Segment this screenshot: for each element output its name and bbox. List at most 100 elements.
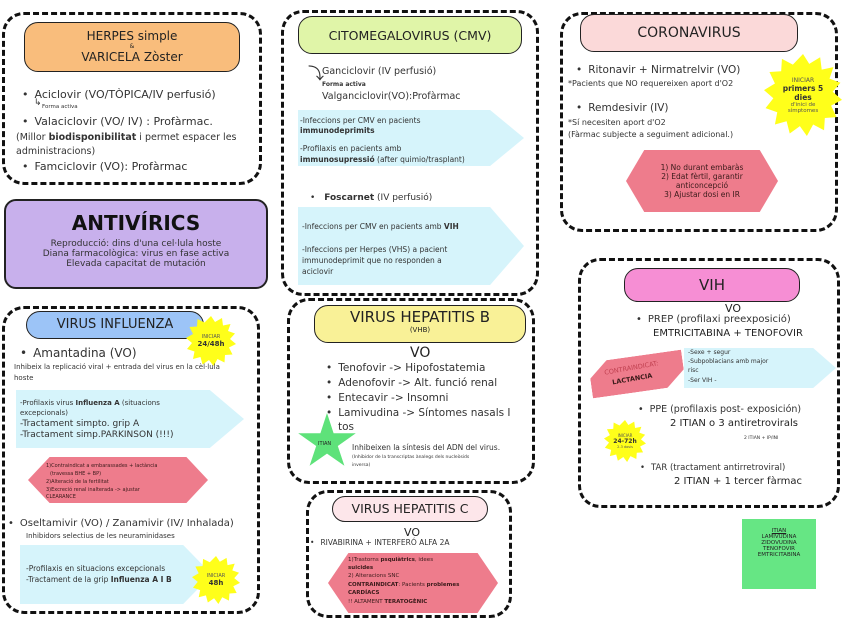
amantadina-use1-cont: excepcionals) [20, 409, 68, 417]
corona-contra-line3: anticoncepció [675, 181, 729, 190]
vih-badge-big: 24-72h [613, 438, 637, 445]
hepb-item: Entecavir -> Insomni [326, 392, 448, 404]
hepc-contra-line2: suicides [348, 565, 374, 571]
prep-item: PREP (profilaxi preexposició) [636, 314, 791, 325]
cmv-use2-bold: immunosupressió [300, 155, 375, 164]
oseltamivir-item: Oseltamivir (VO) / Zanamivir (IV/ Inhala… [8, 518, 234, 529]
hepc-drug: RIVABIRINA + INTERFERÓ ALFA 2A [310, 538, 449, 547]
vih-badge-sub: 2-3 dosis [617, 445, 633, 449]
hepb-route: VO [410, 345, 431, 361]
cmv-arrow-icon: ⤵ [308, 64, 325, 83]
hepc-l4-mid: : Pacients [398, 582, 427, 588]
note-pre: (Millor [16, 132, 49, 143]
forma-activa-label: Forma activa [42, 104, 78, 110]
amantadina-use2: -Tractament simpto. grip A [20, 419, 140, 429]
antivirics-line2: Diana farmacològica: virus en fase activ… [42, 249, 230, 259]
cmv-use1-bold: immunodeprimits [300, 126, 375, 135]
amantadina-use1: -Profilaxis virus Influenza A (situacion… [20, 399, 160, 407]
itian-info-box: ITIAN LAMIVUDINA ZIDOVUDINA TENOFOVIR EM… [742, 519, 816, 589]
ritonavir-item: Ritonavir + Nirmatrelvir (VO) [576, 64, 740, 76]
contra-line4: 3)Excreció renal inalterada -> ajustar [46, 487, 140, 493]
note-bold: biodisponibilitat [48, 132, 137, 143]
use2-pre: -Tractament de la grip [26, 575, 111, 584]
herpes-note: (Millor biodisponibilitat i permet espac… [16, 132, 237, 143]
badge2-big-text: 48h [208, 579, 224, 587]
use1-bold: Influenza A [75, 399, 120, 407]
use2-bold: Influenza A I B [110, 575, 172, 584]
prep-ind2: -Subpoblacians amb major [688, 358, 769, 365]
cmv-title: CITOMEGALOVIRUS (CMV) [328, 28, 492, 43]
famciclovir-item: Famciclovir (VO): Profàrmac [22, 160, 188, 173]
antivirics-title: ANTIVÍRICS [71, 211, 201, 235]
ganciclovir-item: Ganciclovir (IV perfusió) [322, 66, 437, 77]
foscarnet-use1-pre: -Infeccions per CMV en pacients amb [302, 222, 444, 231]
hepc-contra-line5: CARDÍACS [348, 590, 380, 596]
hepc-contra-line6: !! ALTAMENT TERATOGÈNIC [348, 599, 427, 605]
hepb-desc1: Inhibeixen la síntesis del ADN del virus… [352, 443, 501, 452]
hepb-item: Lamivudina -> Síntomes nasals I [326, 407, 510, 419]
amantadina-item: Amantadina (VO) [20, 346, 136, 360]
use1-pre: -Profilaxis virus [20, 399, 76, 407]
hepc-l1-pre: 1)Trastorns [348, 557, 381, 563]
hepb-item: Adenofovir -> Alt. funció renal [326, 377, 497, 389]
oseltamivir-uses-box [20, 545, 212, 604]
badge2-small-text: INICIAR [206, 573, 226, 579]
hepc-l6-bold: TERATOGÈNIC [384, 599, 428, 605]
herpes-title-box: HERPES simple & VARICELA Zòster [24, 22, 240, 72]
vih-title: VIH [699, 276, 725, 294]
foscarnet-use2-cont2: aciclovir [302, 267, 334, 276]
itian-star-label: ITIAN [318, 441, 332, 447]
hepc-title: VIRUS HEPATITIS C [351, 501, 469, 516]
hepc-l6-pre: !! ALTAMENT [348, 599, 385, 605]
cmv-forma-activa: Forma activa [322, 81, 366, 88]
corona-contra-line4: 3) Ajustar dosi en IR [664, 190, 740, 199]
cmv-foscarnet-uses-box [298, 207, 524, 285]
aciclovir-item: Aciclovir (VO/TÒPICA/IV perfusió) [22, 88, 216, 101]
corona-badge-big2: dies [794, 92, 812, 102]
oseltamivir-desc: Inhibidors selectius de les neuraminidas… [26, 532, 175, 540]
herpes-title-amp: & [129, 43, 135, 50]
hepb-item: Tenofovir -> Hipofostatemia [326, 362, 485, 374]
antivirics-box: ANTIVÍRICS Reproducció: dins d'una cel·l… [4, 199, 268, 289]
prep-indications-box [684, 348, 836, 388]
badge-big-text: 24/48h [197, 340, 225, 348]
itian-box-item: EMTRICITABINA [757, 552, 801, 558]
hepc-contra-line4: CONTRAINDICAT: Pacients problemes [348, 582, 459, 588]
vih-title-box: VIH [624, 268, 800, 302]
contra-line5: CLEARANCE [46, 494, 76, 500]
hepc-contra-box [328, 553, 498, 613]
cmv-use2: -Profilaxis en pacients amb [300, 144, 402, 153]
oseltamivir-use1: -Profilaxis en situacions excepcionals [26, 564, 166, 573]
antivirics-line1: Reproducció: dins d'una cel·lula hoste [50, 239, 222, 249]
ritonavir-note: *Pacients que NO requereixen aport d'O2 [568, 79, 734, 88]
use1-post: (situacions [119, 399, 160, 407]
itian-box-title: ITIAN [771, 528, 787, 534]
foscarnet-use1-bold: VIH [443, 222, 459, 231]
cmv-use2-post: (after quimio/trasplant) [374, 155, 465, 164]
ppe-drugs: 2 ITIAN o 3 antiretrovirals [670, 418, 798, 429]
hepc-contra-line3: 2) Alteracions SNC [348, 573, 400, 579]
valganciclovir-item: Valganciclovir(VO):Profàrmac [322, 91, 461, 102]
note-post: i permet espacer les [136, 132, 237, 143]
corona-badge-sub1: d'inici de [790, 101, 816, 108]
amantadina-uses-box [16, 390, 244, 448]
hepb-desc3: inversa) [352, 463, 371, 468]
prep-ind4: -Ser VIH - [688, 377, 717, 384]
ppe-small: 2 ITIAN + IP/INI [744, 436, 779, 441]
herpes-title-line2: VARICELA Zòster [81, 50, 183, 64]
hepb-item-cont: tos [338, 421, 355, 433]
cmv-use2-cont: immunosupressió (after quimio/trasplant) [300, 155, 465, 164]
coronavirus-title-box: CORONAVIRUS [580, 14, 798, 52]
tar-item: TAR (tractament antirretroviral) [640, 463, 785, 473]
foscarnet-bold: Foscarnet [324, 193, 375, 203]
prep-drugs: EMTRICITABINA + TENOFOVIR [653, 328, 803, 339]
itian-box-item: ZIDOVUDINA [761, 540, 797, 546]
amantadina-desc2: hoste [14, 374, 34, 382]
foscarnet-use1: -Infeccions per CMV en pacients amb VIH [302, 222, 459, 231]
corona-badge-sub2: símptomes [787, 107, 819, 114]
foscarnet-post: (IV perfusió) [374, 193, 433, 203]
hepb-subtitle: (VHB) [409, 326, 431, 334]
itian-box-item: TENOFOVIR [763, 546, 795, 552]
corona-badge-small: INICIAR [791, 76, 815, 84]
remdesivir-item: Remdesivir (IV) [576, 102, 668, 114]
